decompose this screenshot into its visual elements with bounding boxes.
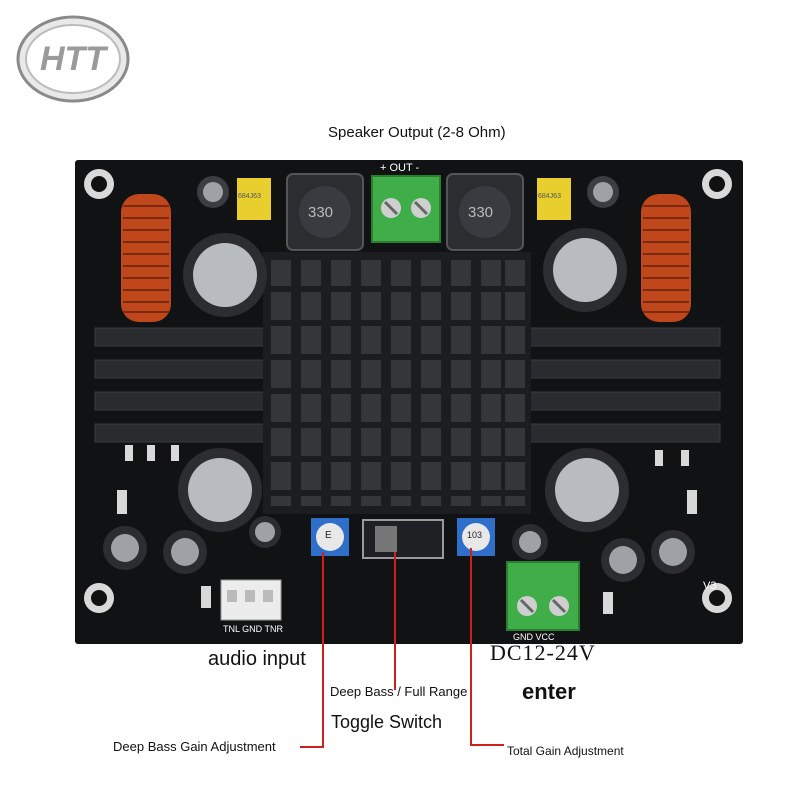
central-heatsink	[263, 252, 531, 514]
audio-input-label: audio input	[208, 648, 306, 670]
mounting-holes	[84, 169, 732, 613]
deep-bass-gain-label: Deep Bass Gain Adjustment	[113, 739, 276, 754]
logo-text: HTT	[40, 40, 109, 78]
silk-cap-right: 684J63	[538, 193, 561, 200]
silk-inductor-left: 330	[308, 204, 334, 221]
silk-out: + OUT -	[380, 162, 420, 174]
dc-enter-label: enter	[522, 679, 576, 704]
electrolytic-cap-top-left	[183, 233, 267, 317]
amplifier-board: + OUT - 330 330 684J63 684J63 E 103 V3 T…	[75, 160, 743, 644]
silk-inductor-right: 330	[468, 204, 494, 221]
silk-version: V3	[703, 580, 717, 592]
dc-voltage-label: DC12-24V	[490, 640, 596, 665]
smd-inductor-right	[446, 173, 524, 251]
side-heatsink-right	[529, 327, 721, 443]
inductor-left	[121, 194, 171, 322]
leader-total-gain-vertical	[470, 548, 472, 746]
total-gain-potentiometer	[457, 518, 495, 556]
total-gain-label: Total Gain Adjustment	[507, 744, 624, 758]
bass-gain-potentiometer	[311, 518, 349, 556]
dc-power-terminal	[506, 561, 580, 631]
silk-cap-left: 684J63	[238, 193, 261, 200]
toggle-switch	[362, 519, 444, 559]
leader-total-gain-horizontal	[470, 744, 504, 746]
silk-input-pins: TNL GND TNR	[223, 624, 284, 634]
brand-logo: HTT	[16, 15, 130, 103]
smd-inductor-left	[286, 173, 364, 251]
smd-components	[117, 445, 697, 614]
electrolytic-cap-bottom-right	[545, 448, 629, 532]
audio-input-connector	[220, 579, 282, 621]
toggle-switch-label: Toggle Switch	[331, 712, 443, 732]
leader-toggle-switch	[394, 552, 396, 690]
electrolytic-cap-top-right	[543, 228, 627, 312]
speaker-output-terminal	[371, 175, 441, 243]
deep-bass-full-range-label: Deep Bass / Full Range	[330, 684, 468, 699]
film-cap-left	[237, 178, 271, 220]
small-caps	[103, 176, 695, 582]
silk-power-pins: GND VCC	[513, 632, 555, 642]
inductor-right	[641, 194, 691, 322]
leader-bass-gain-horizontal	[300, 746, 324, 748]
silk-pot-right: 103	[467, 530, 483, 540]
side-heatsink-left	[94, 327, 276, 443]
film-cap-right	[537, 178, 571, 220]
speaker-output-label: Speaker Output (2-8 Ohm)	[328, 124, 506, 141]
leader-bass-gain-vertical	[322, 552, 324, 748]
electrolytic-cap-bottom-left	[178, 448, 262, 532]
silk-pot-left: E	[325, 530, 332, 541]
